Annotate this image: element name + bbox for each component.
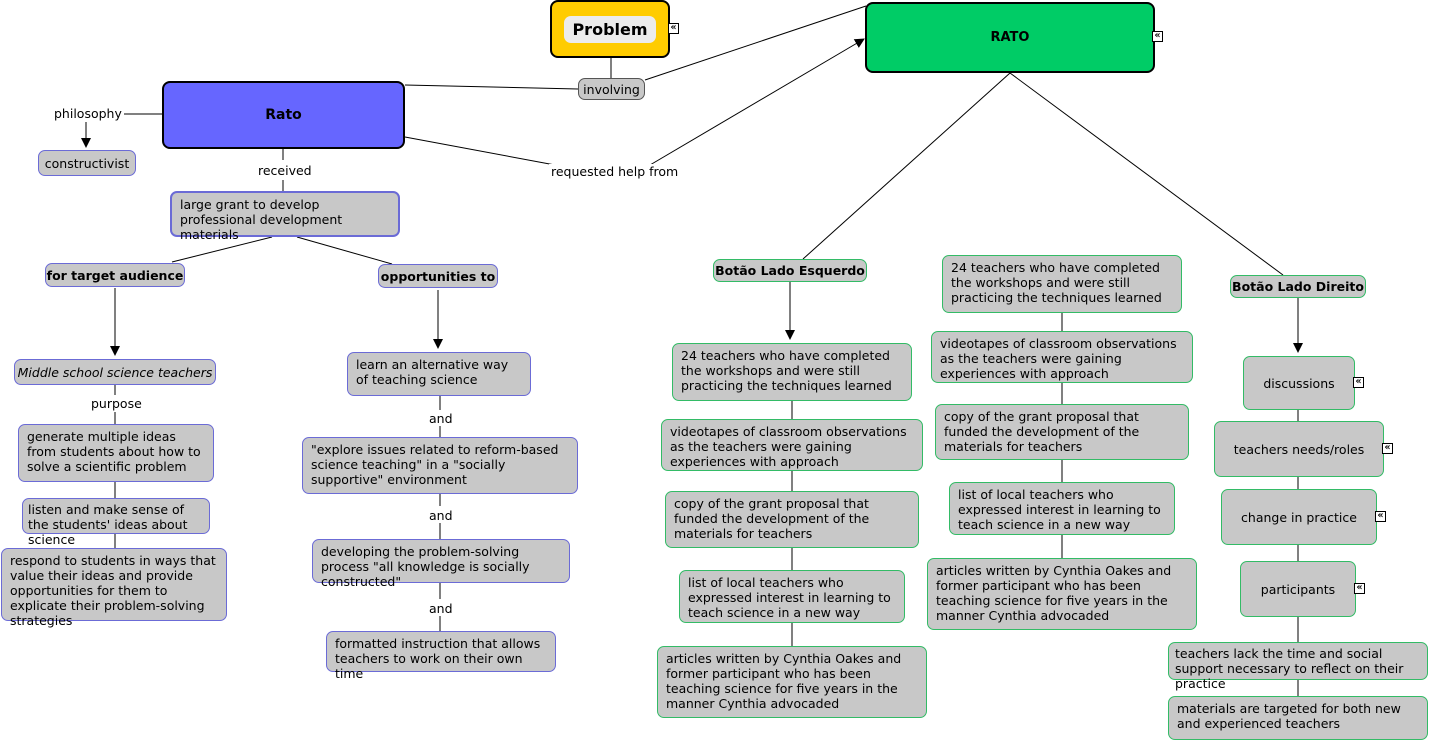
link-label-purpose: purpose — [89, 396, 144, 411]
formatted-node[interactable]: formatted instruction that allows teache… — [326, 631, 556, 681]
link-label-requested-help: requested help from — [549, 164, 681, 179]
expand-icon[interactable]: « — [1382, 443, 1393, 454]
left-local-teachers-node[interactable]: list of local teachers who expressed int… — [679, 570, 905, 623]
middle-school-node[interactable]: Middle school science teachers — [14, 359, 216, 385]
expand-icon[interactable]: « — [1353, 377, 1364, 388]
middle-grant-copy-node[interactable]: copy of the grant proposal that funded t… — [935, 404, 1189, 460]
explore-issues-node[interactable]: "explore issues related to reform-based … — [302, 437, 578, 494]
participants-node[interactable]: participants — [1240, 561, 1356, 617]
target-audience-node[interactable]: for target audience — [45, 263, 185, 287]
left-articles-node[interactable]: articles written by Cynthia Oakes and fo… — [657, 646, 927, 718]
materials-targeted-node[interactable]: materials are targeted for both new and … — [1168, 696, 1428, 740]
learn-alternative-node[interactable]: learn an alternative way of teaching sci… — [347, 352, 531, 396]
developing-node[interactable]: developing the problem-solving process "… — [312, 539, 570, 589]
middle-videotapes-node[interactable]: videotapes of classroom observations as … — [931, 331, 1193, 383]
problem-node[interactable]: Problem — [550, 0, 670, 58]
problem-label: Problem — [564, 15, 656, 43]
respond-node[interactable]: respond to students in ways that value t… — [1, 548, 227, 628]
expand-icon[interactable]: « — [1354, 583, 1365, 594]
lack-time-node[interactable]: teachers lack the time and social suppor… — [1168, 642, 1428, 691]
link-label-and: and — [427, 601, 455, 616]
middle-articles-node[interactable]: articles written by Cynthia Oakes and fo… — [927, 558, 1197, 630]
grant-node[interactable]: large grant to develop professional deve… — [170, 191, 400, 242]
link-label-and: and — [427, 508, 455, 523]
expand-icon[interactable]: « — [1375, 511, 1386, 522]
rato-main-node[interactable]: Rato — [162, 81, 405, 149]
left-grant-copy-node[interactable]: copy of the grant proposal that funded t… — [665, 491, 919, 548]
rato-green-label: RATO — [990, 30, 1030, 45]
constructivist-node[interactable]: constructivist — [38, 150, 136, 176]
left-24-teachers-node[interactable]: 24 teachers who have completed the works… — [672, 343, 912, 401]
change-practice-node[interactable]: change in practice — [1221, 489, 1377, 545]
discussions-node[interactable]: discussions — [1243, 356, 1355, 410]
link-label-involving: involving — [578, 78, 645, 100]
link-label-received: received — [256, 163, 314, 178]
left-button-node[interactable]: Botão Lado Esquerdo — [713, 259, 867, 282]
needs-roles-node[interactable]: teachers needs/roles — [1214, 421, 1384, 477]
rato-green-node[interactable]: RATO — [865, 2, 1155, 73]
middle-local-teachers-node[interactable]: list of local teachers who expressed int… — [949, 482, 1175, 535]
rato-main-label: Rato — [265, 107, 302, 123]
expand-icon[interactable]: « — [1152, 31, 1163, 42]
right-button-node[interactable]: Botão Lado Direito — [1230, 275, 1366, 298]
listen-node[interactable]: listen and make sense of the students' i… — [22, 498, 210, 547]
link-label-and: and — [427, 411, 455, 426]
expand-icon[interactable]: « — [668, 23, 679, 34]
generate-ideas-node[interactable]: generate multiple ideas from students ab… — [18, 424, 214, 482]
left-videotapes-node[interactable]: videotapes of classroom observations as … — [661, 419, 923, 471]
opportunities-to-node[interactable]: opportunities to — [378, 264, 498, 288]
middle-24-teachers-node[interactable]: 24 teachers who have completed the works… — [942, 255, 1182, 313]
link-label-philosophy: philosophy — [52, 106, 124, 121]
